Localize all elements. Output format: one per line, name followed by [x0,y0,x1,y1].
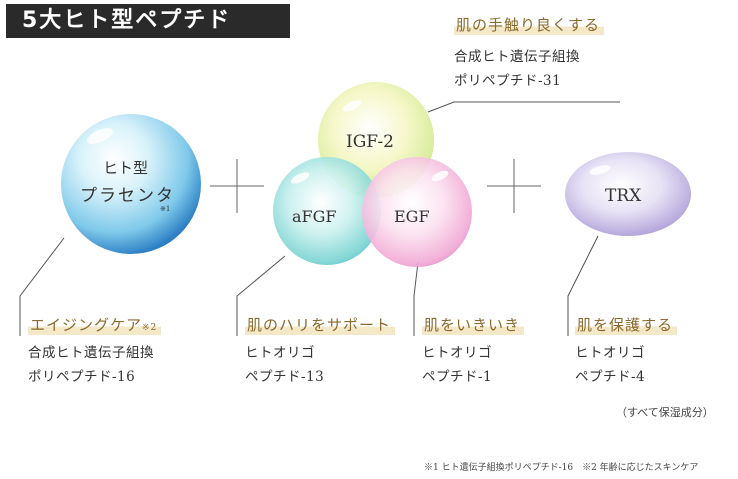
item-heading: 肌のハリをサポート [245,316,396,335]
item-vitality: 肌をいきいき ヒトオリゴ ペプチド-1 [422,314,525,389]
igf2-heading: 肌の手触り良くする [454,16,605,35]
item-line2: ペプチド-1 [422,369,493,385]
igf2-label: IGF-2 [346,132,394,152]
igf2-line2: ポリペプチド-31 [454,73,562,89]
item-line1: 合成ヒト遺伝子組換 [28,345,154,361]
item-line1: ヒトオリゴ [245,345,315,361]
plus-signs [210,159,541,213]
trx-label: TRX [605,186,642,206]
item-aging-care: エイジングケア※2 合成ヒト遺伝子組換 ポリペプチド-16 [28,314,162,389]
igf2-line1: 合成ヒト遺伝子組換 [454,49,580,65]
egf-bubble [362,157,472,267]
placenta-note: ※1 [160,205,171,213]
moisturizing-note: （すべて保湿成分） [616,406,714,419]
item-line1: ヒトオリゴ [422,345,492,361]
item-heading: エイジングケア※2 [28,316,162,335]
afgf-label: aFGF [292,207,337,226]
item-heading: 肌をいきいき [422,316,525,335]
footnote: ※1 ヒト遺伝子組換ポリペプチド-16 ※2 年齢に応じたスキンケア [424,463,699,473]
item-heading: 肌を保護する [575,316,678,335]
item-line2: ペプチド-4 [575,369,646,385]
connector-lines [19,101,620,336]
afgf-bubble [273,157,381,265]
placenta-bubble [61,114,201,254]
item-line1: ヒトオリゴ [575,345,645,361]
item-protection: 肌を保護する ヒトオリゴ ペプチド-4 [575,314,678,389]
item-line2: ペプチド-13 [245,369,325,385]
placenta-line2: プラセンタ [80,186,175,206]
igf2-info: 肌の手触り良くする 合成ヒト遺伝子組換 ポリペプチド-31 [454,14,605,93]
placenta-line1: ヒト型 [103,159,149,177]
item-firmness: 肌のハリをサポート ヒトオリゴ ペプチド-13 [245,314,396,389]
egf-label: EGF [394,207,430,226]
page-title: 5大ヒト型ペプチド [6,4,290,38]
item-line2: ポリペプチド-16 [28,369,136,385]
